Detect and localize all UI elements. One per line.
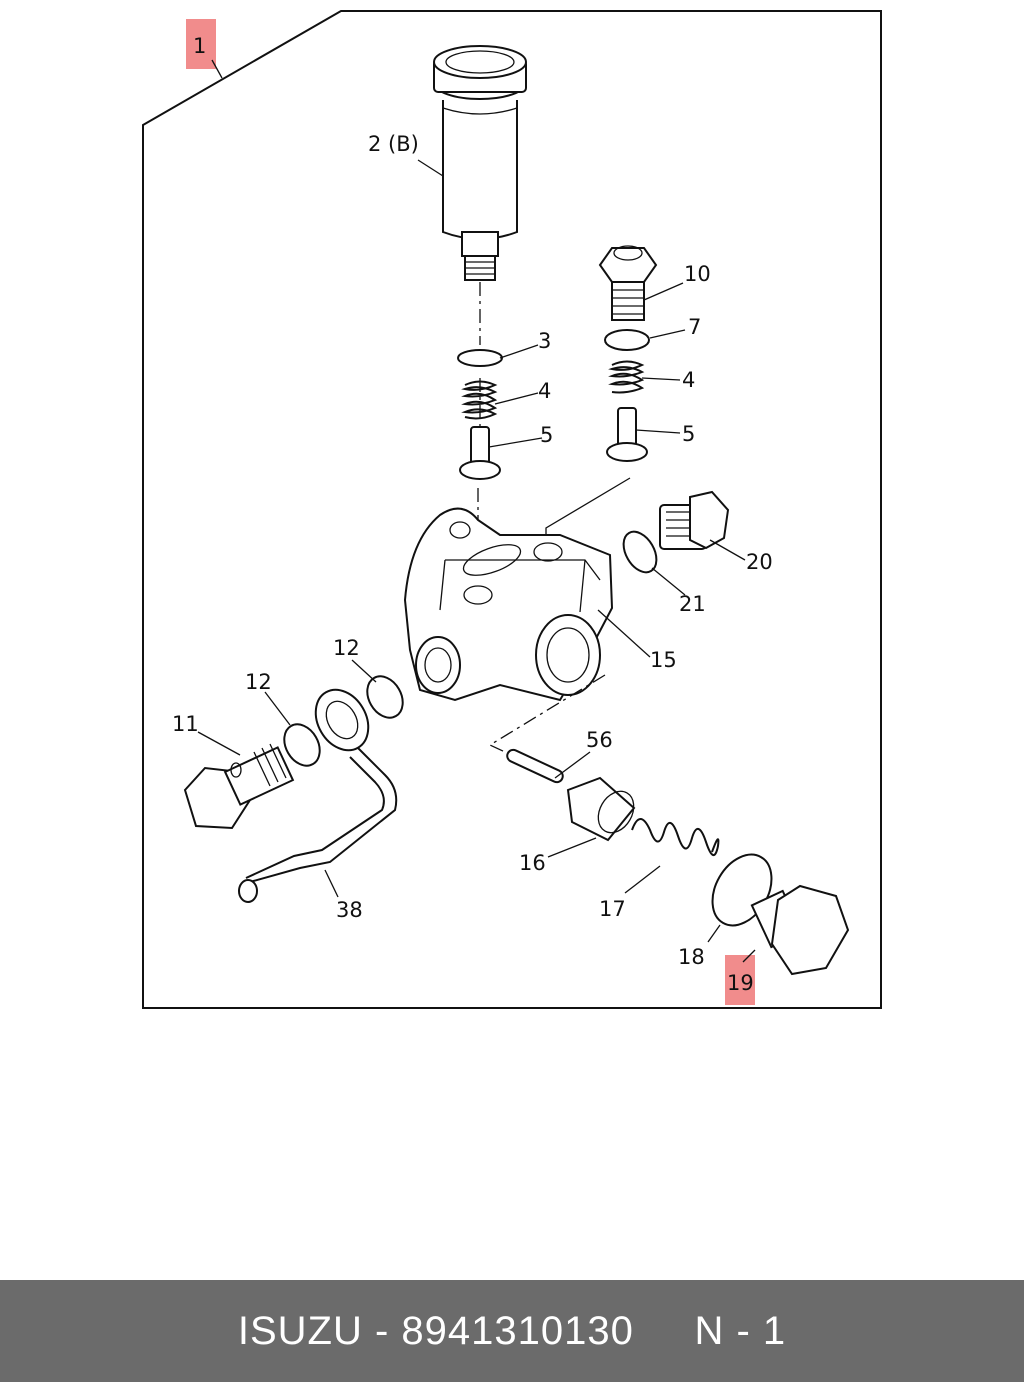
brand-separator: -	[362, 1308, 402, 1353]
gasket-part-21	[622, 530, 658, 574]
brand-name: ISUZU	[237, 1308, 363, 1353]
callout-2b: 2 (B)	[368, 132, 419, 156]
callout-5-right: 5	[682, 422, 695, 446]
valve-part-5-left	[459, 426, 501, 480]
pin-part-56	[506, 748, 564, 784]
callout-12-left: 12	[245, 670, 272, 694]
valve-part-5-right	[606, 407, 648, 462]
pipe-part-38	[238, 688, 398, 903]
plug-part-19	[750, 884, 850, 976]
spring-part-4-left	[461, 380, 498, 420]
callout-19: 19	[727, 971, 754, 995]
footer-bar: ISUZU - 8941310130 N - 1	[0, 1280, 1024, 1382]
banjo-bolt-part-11	[183, 743, 295, 830]
callout-4-left: 4	[538, 379, 551, 403]
callout-21: 21	[679, 592, 706, 616]
callout-19-highlight	[725, 955, 755, 1005]
callout-15: 15	[650, 648, 677, 672]
callout-11: 11	[172, 712, 199, 736]
gasket-part-12-a	[366, 675, 404, 719]
pump-body-part-15	[403, 507, 614, 702]
callout-20: 20	[746, 550, 773, 574]
callout-4-right: 4	[682, 368, 695, 392]
callout-1: 1	[193, 34, 206, 58]
diagram-frame	[142, 10, 882, 1009]
fitting-part-10	[598, 245, 658, 321]
callout-56: 56	[586, 728, 613, 752]
gasket-part-12-b	[283, 723, 321, 767]
callout-5-left: 5	[540, 423, 553, 447]
callout-18: 18	[678, 945, 705, 969]
page-indicator: N - 1	[694, 1308, 787, 1353]
callout-16: 16	[519, 851, 546, 875]
callout-10: 10	[684, 262, 711, 286]
part-number: 8941310130	[401, 1308, 634, 1353]
spring-part-17	[631, 818, 720, 856]
footer-spacer	[634, 1309, 695, 1354]
priming-pump-part	[433, 45, 527, 281]
callout-7: 7	[688, 315, 701, 339]
callout-labels: 1 2 (B) 3 4 5 10 7 4 5 20 21 15 12 12 11…	[172, 34, 773, 995]
callout-3: 3	[538, 329, 551, 353]
spring-part-4-right	[608, 360, 645, 394]
plug-part-20	[659, 490, 730, 550]
callout-12-right: 12	[333, 636, 360, 660]
callout-17: 17	[599, 897, 626, 921]
exploded-parts-diagram: 1 2 (B) 3 4 5 10 7 4 5 20 21 15 12 12 11…	[142, 10, 882, 1009]
callout-1-highlight	[186, 19, 216, 69]
gasket-part-7	[604, 329, 650, 351]
leader-lines	[197, 59, 756, 963]
oring-part-3	[457, 349, 503, 367]
piston-part-16	[566, 776, 636, 842]
callout-38: 38	[336, 898, 363, 922]
